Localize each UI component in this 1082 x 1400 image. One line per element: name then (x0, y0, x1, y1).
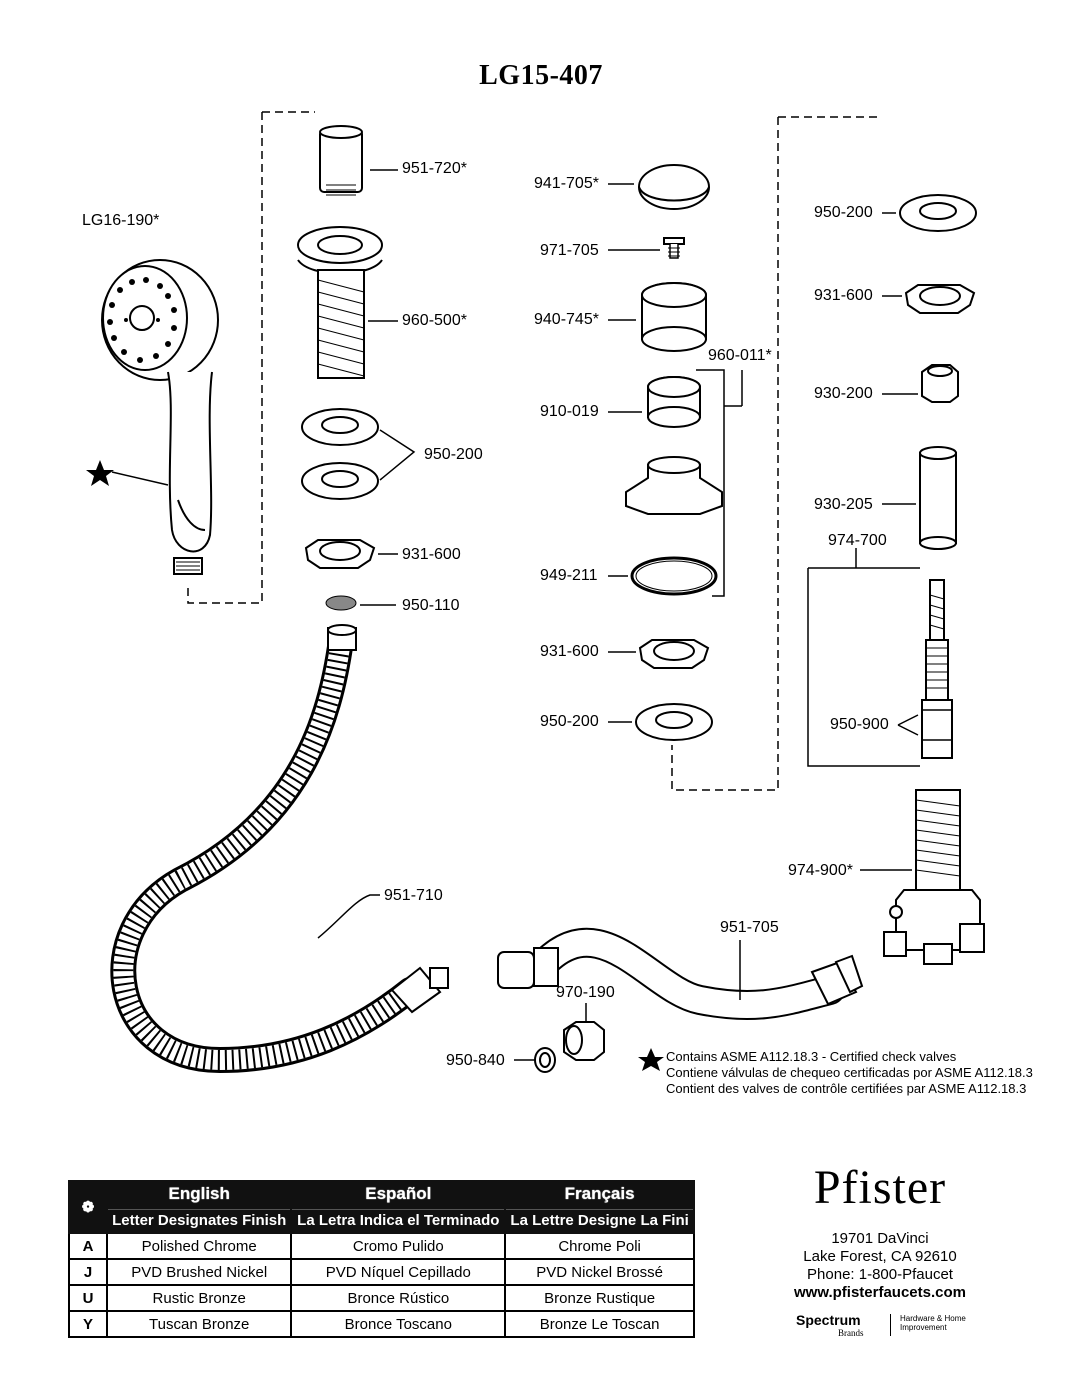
finish-spanish: Bronce Rústico (290, 1284, 507, 1312)
brand-block: Pfister 19701 DaVinci Lake Forest, CA 92… (760, 1160, 1000, 1302)
table-row: Y Tuscan Bronze Bronce Toscano Bronze Le… (68, 1310, 695, 1338)
pfister-logo: Pfister (813, 1161, 947, 1214)
star-icon (86, 460, 114, 486)
part-label-950-900: 950-900 (830, 716, 889, 733)
finish-code: Y (68, 1310, 108, 1338)
part-label-971-705: 971-705 (540, 242, 599, 259)
brand-divider (890, 1314, 891, 1336)
header-spanish: Español (290, 1180, 507, 1208)
page-title: LG15-407 (479, 60, 603, 91)
address-line-2: Lake Forest, CA 92610 (803, 1248, 957, 1265)
subheader-english: Letter Designates Finish (105, 1206, 293, 1234)
part-label-950-840: 950-840 (446, 1052, 505, 1069)
part-label-931-600-right: 931-600 (814, 287, 873, 304)
part-label-931-600-left: 931-600 (402, 546, 461, 563)
table-row: A Polished Chrome Cromo Pulido Chrome Po… (68, 1232, 695, 1260)
header-french: Français (504, 1180, 695, 1208)
header-english: English (105, 1180, 293, 1208)
part-label-950-200-right: 950-200 (814, 204, 873, 221)
finish-french: Bronze Rustique (504, 1284, 695, 1312)
finish-spanish: Cromo Pulido (290, 1232, 507, 1260)
finish-code-header: ❁ (68, 1180, 108, 1234)
subheader-spanish: La Letra Indica el Terminado (290, 1206, 507, 1234)
part-label-951-720: 951-720* (402, 160, 467, 177)
part-label-950-110: 950-110 (402, 597, 460, 614)
part-label-950-200-left: 950-200 (424, 446, 483, 463)
finish-code: U (68, 1284, 108, 1312)
note-english: Contains ASME A112.18.3 - Certified chec… (666, 1049, 957, 1064)
part-label-951-710: 951-710 (384, 887, 443, 904)
table-row: J PVD Brushed Nickel PVD Níquel Cepillad… (68, 1258, 695, 1286)
note-french: Contient des valves de contrôle certifié… (666, 1081, 1027, 1096)
hand-shower-drawing (101, 259, 219, 575)
note-spanish: Contiene válvulas de chequeo certificada… (666, 1065, 1033, 1080)
leader-lines (317, 169, 919, 1061)
finish-spanish: Bronce Toscano (290, 1310, 507, 1338)
part-label-940-745: 940-745* (534, 311, 599, 328)
finish-french: Chrome Poli (504, 1232, 695, 1260)
part-label-lg16-190: LG16-190* (82, 212, 160, 229)
left-column-parts (110, 125, 449, 1074)
finish-english: PVD Brushed Nickel (105, 1258, 293, 1286)
part-label-910-019: 910-019 (540, 403, 599, 420)
finish-spanish: PVD Níquel Cepillado (290, 1258, 507, 1286)
spectrum-division: Hardware & Home Improvement (900, 1314, 966, 1332)
finish-code: J (68, 1258, 108, 1286)
part-label-930-200: 930-200 (814, 385, 873, 402)
part-label-941-705: 941-705* (534, 175, 599, 192)
spectrum-sub: Brands (838, 1328, 864, 1338)
address-line-1: 19701 DaVinci (831, 1230, 929, 1247)
website-link[interactable]: www.pfisterfaucets.com (794, 1284, 966, 1301)
finish-english: Rustic Bronze (105, 1284, 293, 1312)
phone-number: Phone: 1-800-Pfaucet (807, 1266, 953, 1283)
finish-french: Bronze Le Toscan (504, 1310, 695, 1338)
part-label-949-211: 949-211 (540, 567, 598, 584)
right-column-parts (497, 194, 985, 1073)
part-label-960-500: 960-500* (402, 312, 467, 329)
part-label-960-011: 960-011* (708, 347, 772, 364)
finish-english: Tuscan Bronze (105, 1310, 293, 1338)
dashed-connectors (187, 111, 880, 791)
finish-french: PVD Nickel Brossé (504, 1258, 695, 1286)
finish-table: ❁ English Español Français Letter Design… (68, 1180, 695, 1338)
part-label-951-705: 951-705 (720, 919, 779, 936)
part-label-970-190: 970-190 (556, 984, 615, 1001)
part-label-931-600-mid: 931-600 (540, 643, 599, 660)
finish-code: A (68, 1232, 108, 1260)
finish-english: Polished Chrome (105, 1232, 293, 1260)
part-label-974-900: 974-900* (788, 862, 853, 879)
part-label-930-205: 930-205 (814, 496, 873, 513)
spectrum-logo: Spectrum (796, 1312, 861, 1328)
star-icon (638, 1048, 664, 1071)
part-label-950-200-mid: 950-200 (540, 713, 599, 730)
middle-column-parts (625, 164, 743, 741)
part-label-974-700: 974-700 (828, 532, 887, 549)
table-row: U Rustic Bronze Bronce Rústico Bronze Ru… (68, 1284, 695, 1312)
subheader-french: La Lettre Designe La Fini (504, 1206, 695, 1234)
